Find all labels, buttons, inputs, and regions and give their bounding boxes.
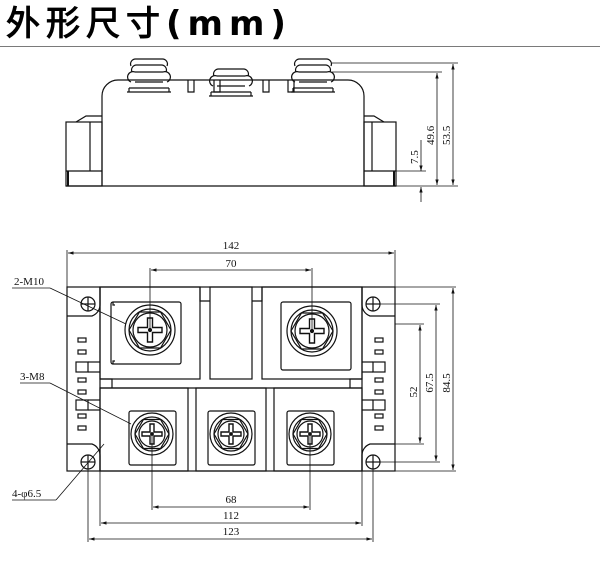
terminal-nut-left <box>126 64 172 93</box>
terminal-nut-center <box>208 68 254 97</box>
dim-mount-hole-spacing: 67.5 <box>424 373 436 393</box>
dim-overall-length: 142 <box>223 240 240 252</box>
dim-inner-width: 52 <box>408 387 420 398</box>
leader-mount-hole <box>12 443 105 501</box>
leader-m8 <box>20 382 132 425</box>
left-vent-slots <box>75 337 100 431</box>
callout-m8-terminals: 3-M8 <box>20 371 45 383</box>
dim-overall-height: 53.5 <box>441 125 453 145</box>
dim-body-height: 49.6 <box>425 125 437 145</box>
title-underline <box>0 46 600 47</box>
m8-terminal-left <box>128 410 177 466</box>
top-view <box>12 250 456 542</box>
left-mount-foot <box>65 115 103 187</box>
callout-m10-terminals: 2-M10 <box>14 276 44 288</box>
m8-terminal-right <box>286 410 335 466</box>
m10-terminal-left <box>110 301 182 365</box>
right-mount-foot <box>363 115 397 187</box>
leader-m10 <box>12 287 127 325</box>
dim-mount-hole-pitch: 123 <box>223 526 240 538</box>
dim-m10-pitch: 70 <box>226 258 238 270</box>
drawing-title: 外形尺寸(mm) <box>6 4 292 44</box>
side-view <box>65 58 458 202</box>
dim-m8-pitch: 68 <box>226 494 238 506</box>
dim-body-length: 112 <box>223 510 239 522</box>
right-vent-slots <box>362 337 386 431</box>
module-body-outline <box>101 79 365 186</box>
dim-terminal-base-height: 7.5 <box>409 150 421 164</box>
m10-terminal-right <box>280 301 352 371</box>
callout-mount-holes: 4-φ6.5 <box>12 488 42 500</box>
dim-overall-width: 84.5 <box>441 373 453 393</box>
m8-terminal-center <box>207 410 256 466</box>
terminal-nut-right <box>290 64 336 93</box>
